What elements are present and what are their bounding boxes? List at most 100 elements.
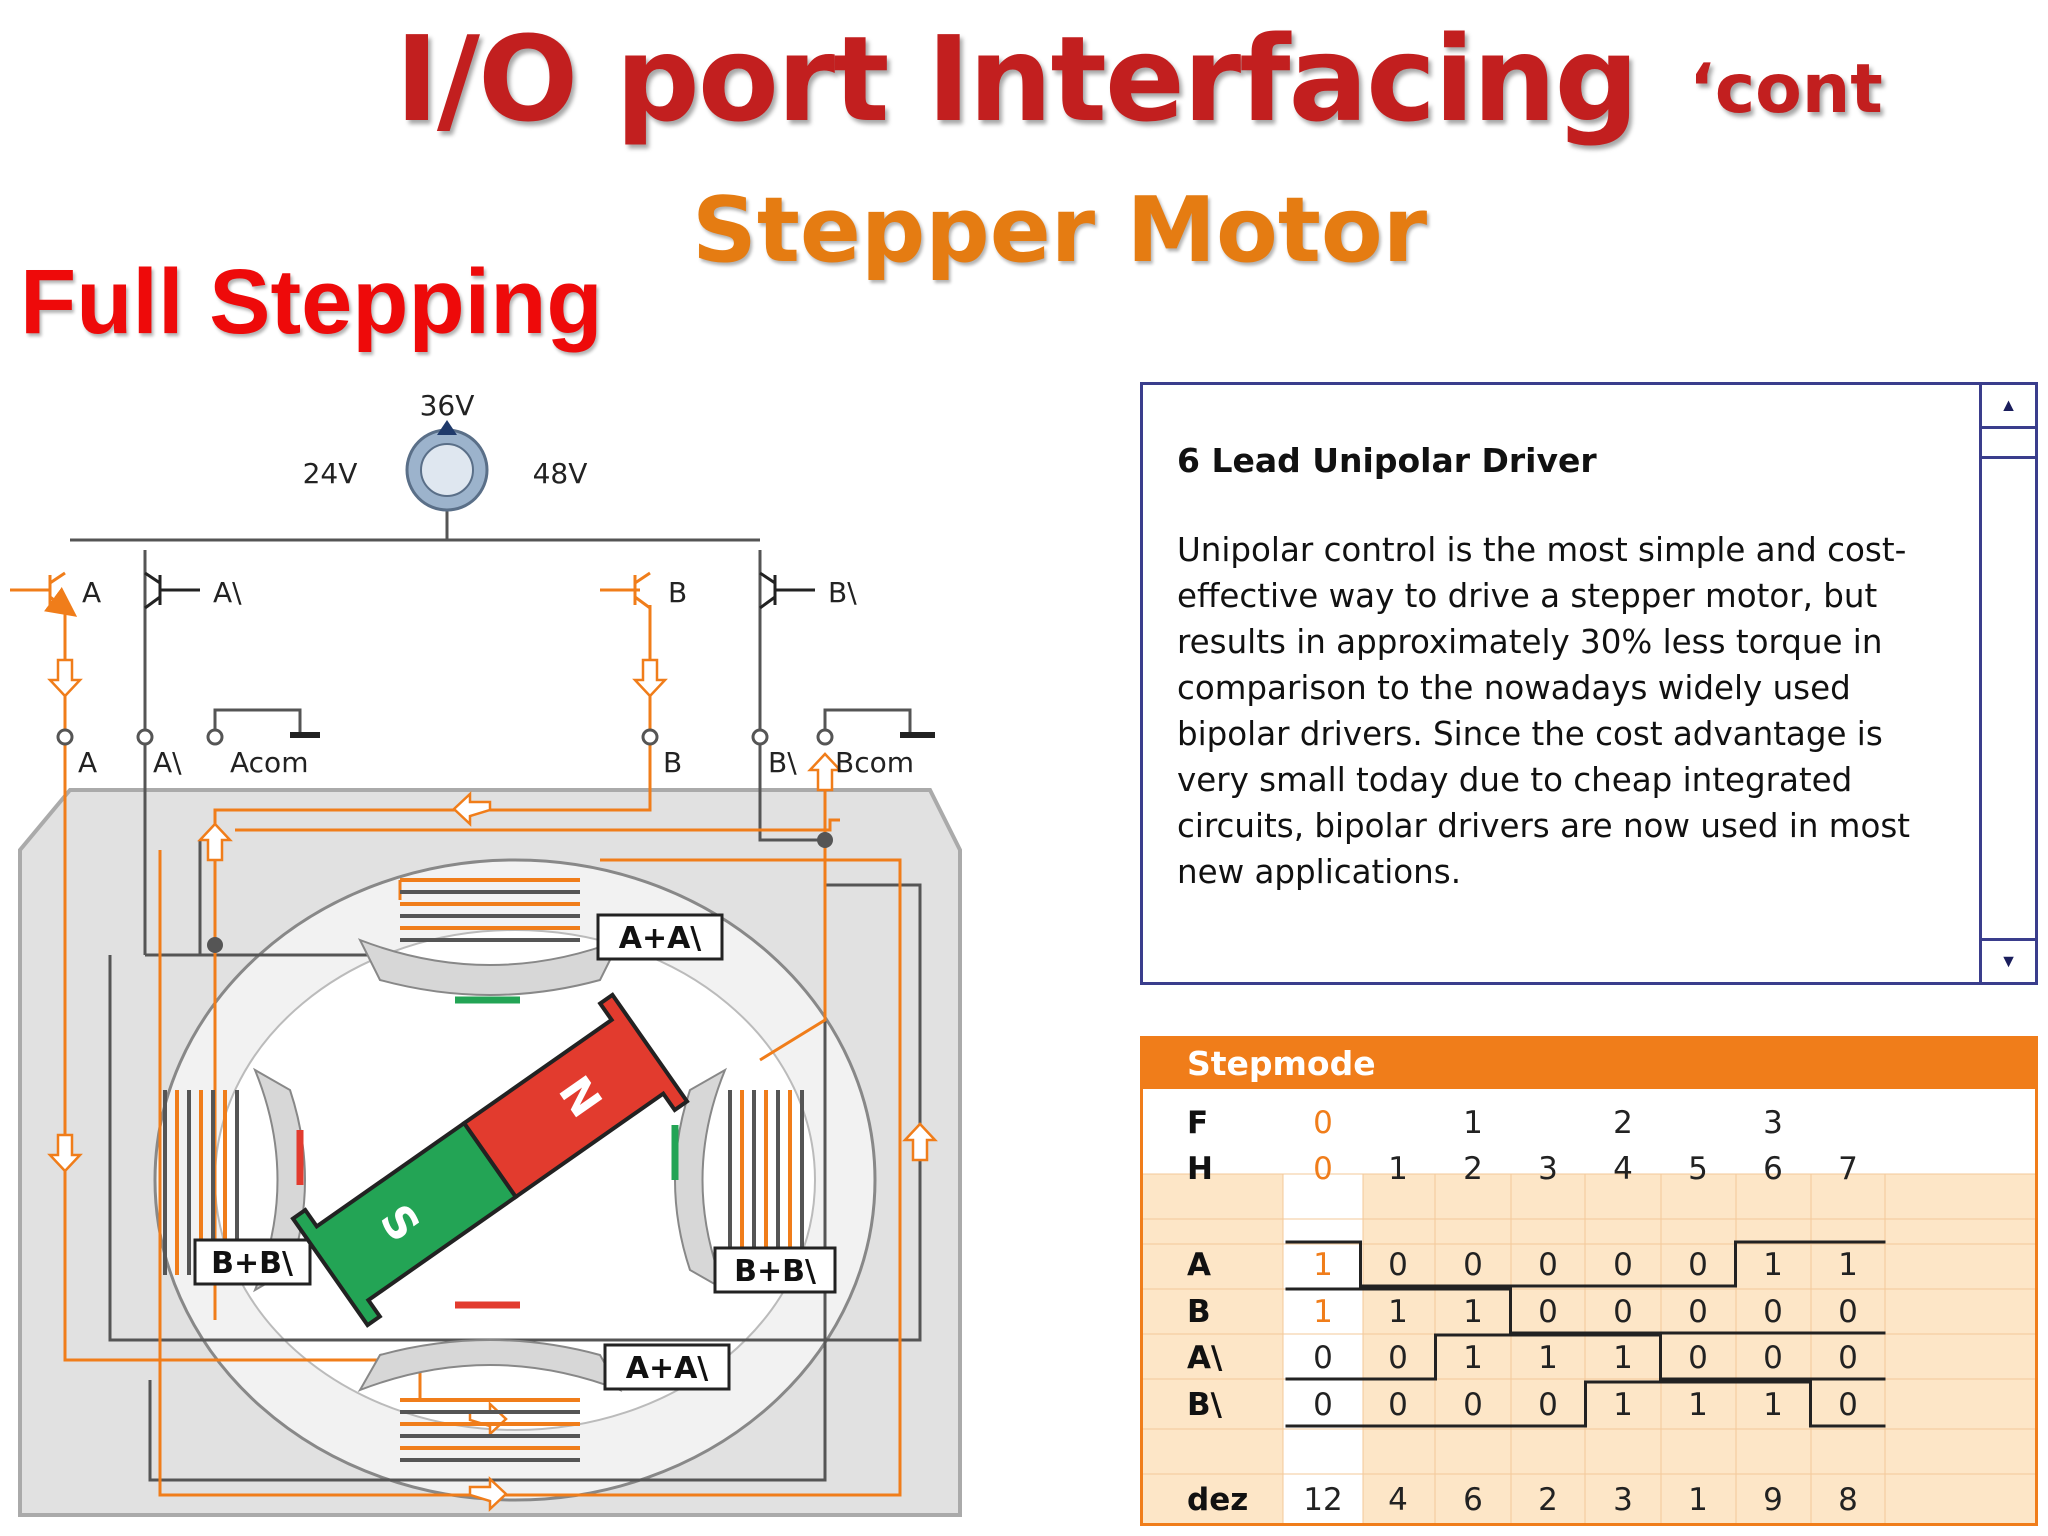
row-label: H (1187, 1151, 1213, 1187)
grid-lines (1143, 1173, 2035, 1523)
coil-bottom (400, 1398, 580, 1462)
timing-waveforms (1285, 1240, 1886, 1428)
cell-a-bar: 1 (1538, 1340, 1558, 1376)
terminal-b: B (663, 746, 682, 779)
cell-h: 7 (1838, 1151, 1858, 1187)
cell-h: 0 (1313, 1151, 1333, 1187)
cell-b: 0 (1613, 1294, 1633, 1330)
cell-h: 2 (1463, 1151, 1483, 1187)
voltage-24v: 24V (303, 457, 358, 490)
cell-a-bar: 0 (1388, 1340, 1408, 1376)
cell-a: 1 (1313, 1247, 1333, 1283)
cell-b: 0 (1763, 1294, 1783, 1330)
driver-scrollbar[interactable]: ▲ ▼ (1979, 385, 2035, 982)
cell-b-bar: 0 (1538, 1387, 1558, 1423)
cell-b-bar: 0 (1838, 1387, 1858, 1423)
coil-label-right: B+B\ (713, 1246, 837, 1294)
title-suffix: ‘cont (1688, 50, 1883, 129)
svg-text:B+B\: B+B\ (211, 1246, 293, 1281)
waveform-a-bar (1285, 1333, 1886, 1381)
cell-dez: 6 (1463, 1482, 1483, 1518)
cell-h: 4 (1613, 1151, 1633, 1187)
transistor-b-bar (759, 571, 815, 610)
cell-a: 0 (1538, 1247, 1558, 1283)
scroll-down-icon[interactable]: ▼ (1982, 938, 2035, 982)
cell-dez: 8 (1838, 1482, 1858, 1518)
header-band (1143, 1089, 2035, 1174)
section-heading: Full Stepping (20, 251, 603, 353)
rotor-magnet: N S (290, 992, 690, 1328)
cell-h: 1 (1388, 1151, 1408, 1187)
cell-b-bar: 0 (1388, 1387, 1408, 1423)
pole-pieces (252, 938, 728, 1392)
cell-a-bar: 0 (1763, 1340, 1783, 1376)
driver-heading: 6 Lead Unipolar Driver (1177, 441, 1597, 480)
driver-description: Unipolar control is the most simple and … (1177, 531, 1911, 891)
cell-a-bar: 0 (1313, 1340, 1333, 1376)
transistor-label-a: A (82, 576, 101, 609)
coil-top (400, 878, 580, 942)
terminal-a: A (78, 746, 97, 779)
cell-b-bar: 0 (1313, 1387, 1333, 1423)
cell-dez: 1 (1688, 1482, 1708, 1518)
cell-a: 1 (1838, 1247, 1858, 1283)
cell-b-bar: 1 (1763, 1387, 1783, 1423)
cell-dez: 3 (1613, 1482, 1633, 1518)
cell-b: 0 (1688, 1294, 1708, 1330)
cell-dez: 12 (1303, 1482, 1342, 1518)
cell-a: 0 (1463, 1247, 1483, 1283)
f-step-label: 2 (1613, 1105, 1633, 1141)
cell-h: 3 (1538, 1151, 1558, 1187)
f-step-label: 1 (1463, 1105, 1483, 1141)
terminal-bcom: Bcom (835, 746, 914, 779)
svg-text:A+A\: A+A\ (626, 1351, 709, 1386)
cell-dez: 9 (1763, 1482, 1783, 1518)
slide-subtitle: Stepper Motor (692, 178, 1428, 283)
row-label: F (1187, 1105, 1208, 1141)
cell-a: 0 (1388, 1247, 1408, 1283)
svg-text:B+B\: B+B\ (734, 1254, 816, 1289)
transistor-a-bar (144, 571, 200, 610)
cell-b: 0 (1838, 1294, 1858, 1330)
cell-h: 6 (1763, 1151, 1783, 1187)
terminals (56, 728, 834, 746)
cell-a: 1 (1763, 1247, 1783, 1283)
coil-label-left: B+B\ (193, 1238, 312, 1286)
voltage-36v: 36V (420, 389, 475, 422)
f-step-label: 0 (1313, 1105, 1333, 1141)
cell-a: 0 (1688, 1247, 1708, 1283)
scroll-thumb[interactable] (1982, 429, 2035, 459)
cell-b: 0 (1538, 1294, 1558, 1330)
terminal-a-bar: A\ (153, 746, 182, 779)
cell-b: 1 (1388, 1294, 1408, 1330)
cell-a-bar: 0 (1838, 1340, 1858, 1376)
coil-label-top: A+A\ (596, 913, 724, 961)
current-step-column (1283, 1089, 1363, 1523)
f-step-label: 3 (1763, 1105, 1783, 1141)
cell-a: 0 (1613, 1247, 1633, 1283)
terminal-acom: Acom (230, 746, 308, 779)
cell-b: 1 (1463, 1294, 1483, 1330)
cell-b-bar: 1 (1613, 1387, 1633, 1423)
cell-dez: 2 (1538, 1482, 1558, 1518)
cell-b-bar: 0 (1463, 1387, 1483, 1423)
cell-b: 1 (1313, 1294, 1333, 1330)
stepmode-header: Stepmode (1143, 1039, 2035, 1089)
terminal-b-bar: B\ (768, 746, 797, 779)
scroll-up-icon[interactable]: ▲ (1982, 385, 2035, 429)
row-label: A (1187, 1247, 1211, 1283)
stepper-motor-diagram: 36V 24V 48V A A\ B B\ A A\ Acom B B\ Bco… (10, 389, 962, 1517)
row-label: B\ (1187, 1387, 1223, 1423)
cell-a-bar: 0 (1688, 1340, 1708, 1376)
row-label: A\ (1187, 1340, 1223, 1376)
title-main: I/O port Interfacing (395, 10, 1639, 148)
waveform-b-bar (1285, 1380, 1886, 1428)
transistor-a (44, 571, 78, 617)
wiring (70, 500, 922, 1482)
cell-dez: 4 (1388, 1482, 1408, 1518)
waveform-a (1285, 1240, 1886, 1288)
cell-a-bar: 1 (1613, 1340, 1633, 1376)
svg-text:A+A\: A+A\ (619, 921, 702, 956)
